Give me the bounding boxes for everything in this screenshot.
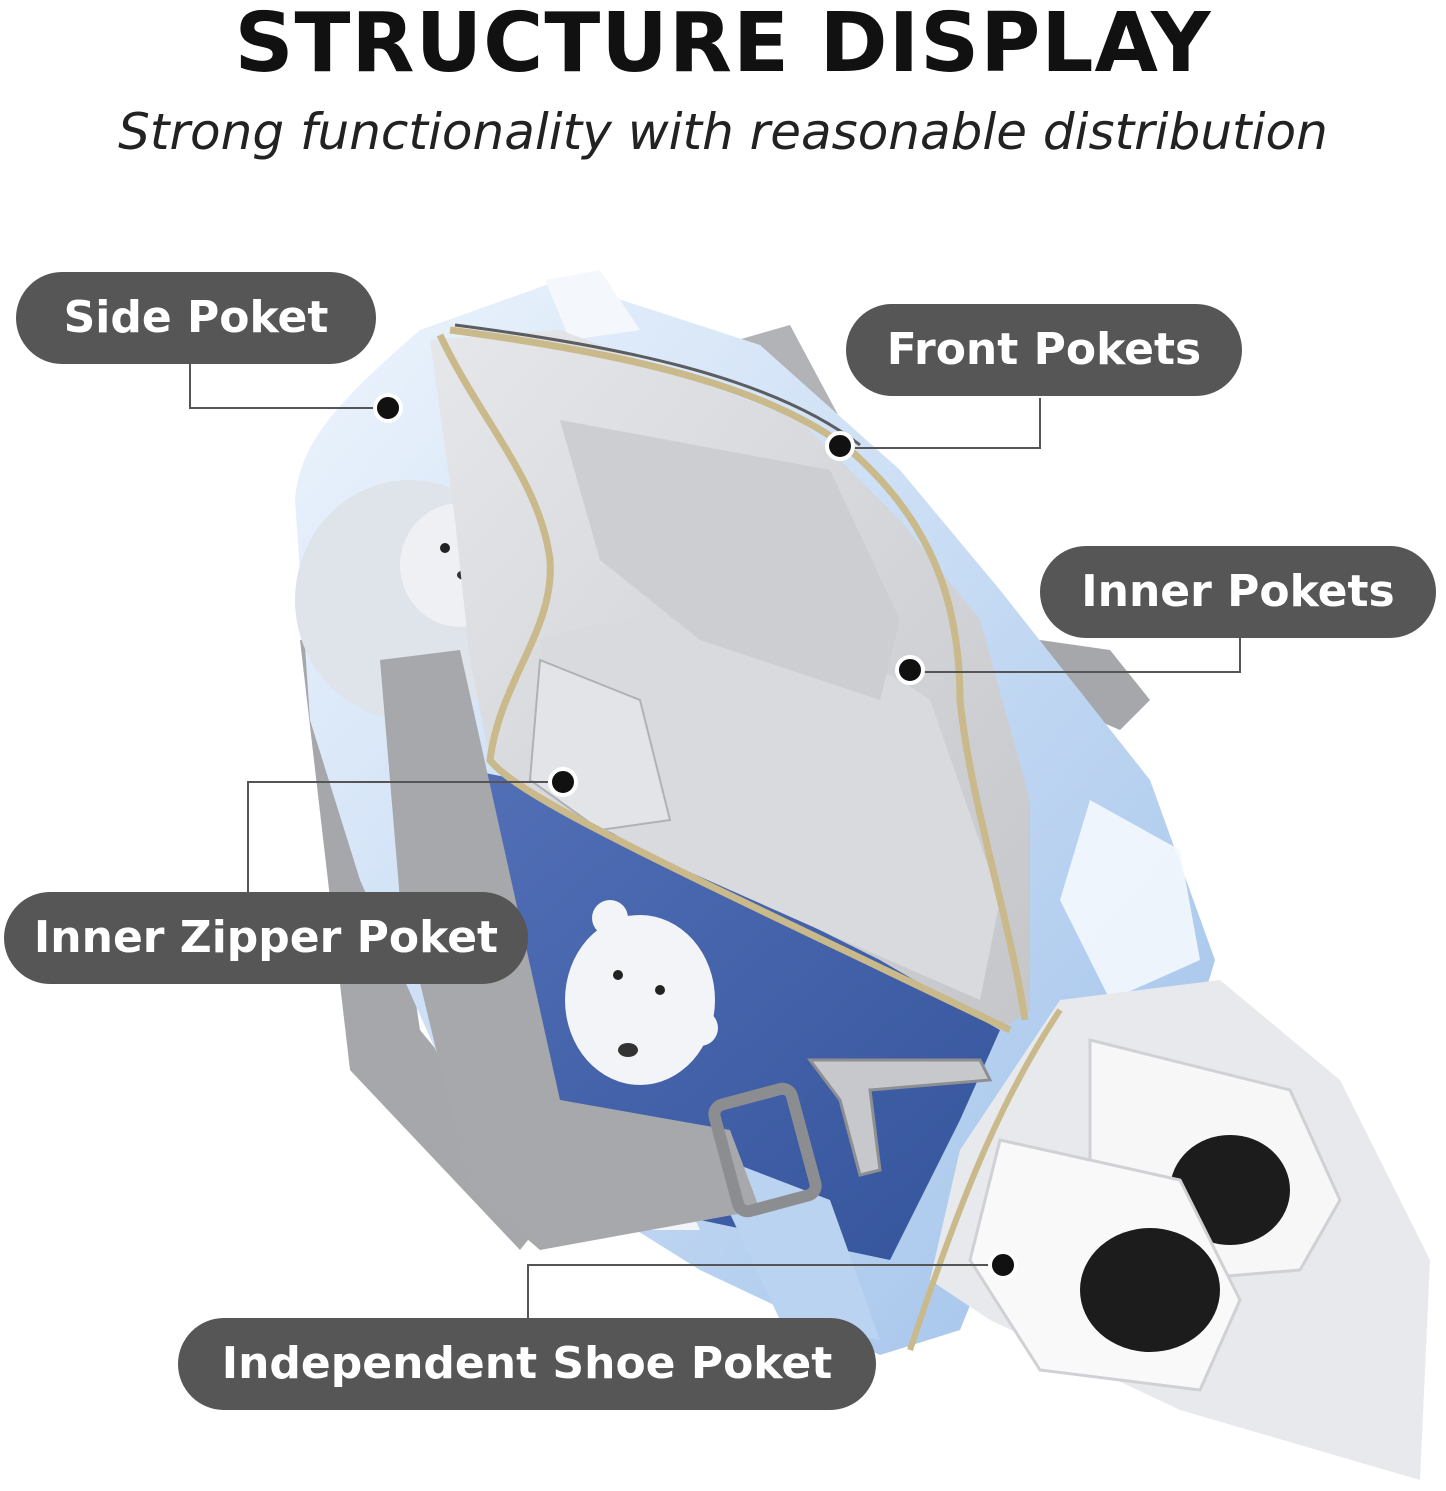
main-zipper-right — [449, 326, 1029, 1021]
inner-pocket-panel — [560, 420, 900, 700]
main-zipper-left — [436, 333, 1012, 1034]
callout-inner-pockets: Inner Pokets — [1040, 546, 1436, 638]
shoe-zipper — [907, 1008, 1063, 1351]
ice-shape — [1060, 800, 1200, 1000]
callout-side-pocket: Side Poket — [16, 272, 376, 364]
callout-front-pockets: Front Pokets — [846, 304, 1242, 396]
sneakers — [968, 1038, 1342, 1392]
front-strap — [380, 650, 760, 1250]
zipper-tape — [454, 323, 861, 447]
page-title: STRUCTURE DISPLAY — [234, 0, 1212, 91]
leader-lines — [189, 362, 1241, 1318]
swivel-clip — [807, 1058, 993, 1177]
callout-independent-shoe-pocket: Independent Shoe Poket — [178, 1318, 876, 1410]
page-subtitle: Strong functionality with reasonable dis… — [118, 103, 1328, 161]
callout-dots — [373, 393, 1018, 1280]
strap-buckle — [708, 1082, 822, 1218]
callout-inner-zipper-pocket: Inner Zipper Poket — [4, 892, 528, 984]
ice-shape — [545, 270, 640, 340]
lining-shadow — [540, 620, 1000, 1000]
